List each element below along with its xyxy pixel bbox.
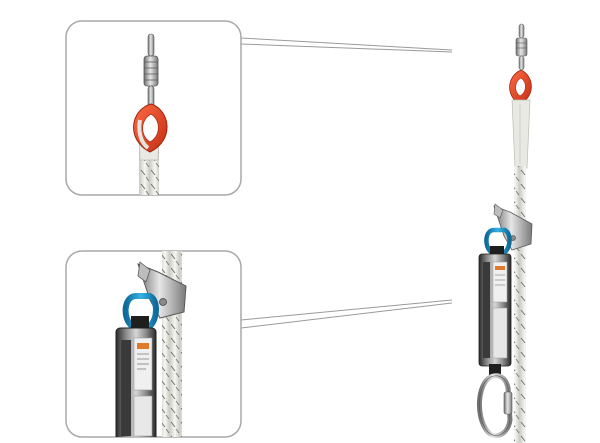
top-quicklink-eye [518, 23, 525, 39]
top-quicklink-nut [515, 37, 528, 57]
callout-bottom-rope-grab [137, 263, 187, 319]
main-rope [514, 166, 526, 443]
rope-grab [493, 205, 533, 251]
energy-absorber-label [492, 261, 508, 303]
bottom-carabiner-gate-sleeve [503, 391, 513, 415]
callout-top [65, 20, 242, 196]
callout-top-quicklink-nut [143, 55, 159, 87]
leader-line-bottom-lower [240, 302, 453, 329]
callout-bottom [65, 250, 242, 438]
callout-bottom-pivot [159, 298, 167, 306]
leader-lines [240, 37, 453, 329]
leader-line-top-lower [240, 43, 453, 53]
callout-bottom-blue-carabiner [122, 293, 159, 329]
blue-carabiner [484, 227, 512, 255]
rope-splice [511, 99, 531, 169]
leader-line-top-upper [240, 37, 453, 51]
leader-line-bottom-upper [240, 299, 453, 321]
lanyard-assembly [476, 23, 533, 443]
callout-top-quicklink-top [147, 33, 155, 57]
